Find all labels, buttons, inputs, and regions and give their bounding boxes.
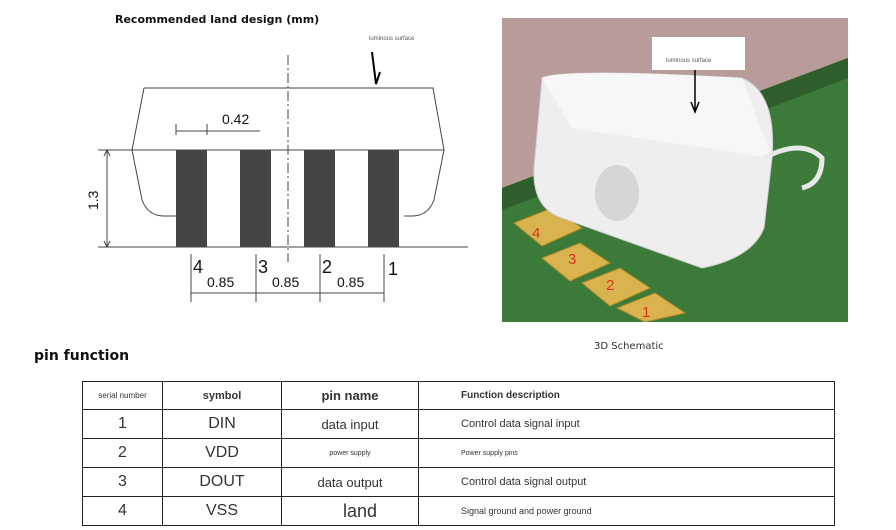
pin-function-table: serial number symbol pin name Function d…: [82, 381, 835, 526]
photo-pin-number: 3: [568, 251, 576, 268]
photo-surface-label: luminous surface: [666, 58, 712, 64]
arrow-down-icon: [690, 70, 700, 115]
cell: Control data signal input: [418, 409, 835, 439]
cell: data output: [281, 467, 419, 497]
pin-number: 2: [322, 257, 332, 277]
cell: DOUT: [162, 467, 282, 497]
section-title: pin function: [34, 348, 130, 364]
pin-number: 4: [193, 257, 203, 277]
surface-label: luminous surface: [369, 36, 415, 42]
title-text: Recommended land design: [115, 13, 283, 26]
header-cell: Function description: [418, 381, 835, 410]
cell: Signal ground and power ground: [418, 496, 835, 526]
cell: power supply: [281, 438, 419, 468]
cell: 3: [82, 467, 163, 497]
table-header: serial number symbol pin name Function d…: [82, 381, 835, 410]
cell: Power supply pins: [418, 438, 835, 468]
pad-1: [368, 150, 399, 247]
pad-2: [304, 150, 335, 247]
photo-pin-number: 2: [606, 277, 614, 294]
pitch-label: 0.85: [272, 274, 299, 290]
pads: [176, 150, 399, 247]
pitch-label: 0.85: [337, 274, 364, 290]
drawing-title: Recommended land design (mm): [115, 13, 319, 26]
photo-pin-number: 4: [532, 225, 540, 242]
pin-number: 1: [388, 259, 398, 279]
cell: VDD: [162, 438, 282, 468]
header-cell: serial number: [82, 381, 163, 410]
cell: DIN: [162, 409, 282, 439]
cell: 2: [82, 438, 163, 468]
header-cell: pin name: [281, 381, 419, 410]
land-design-drawing: luminous surface 0.42 1.3 4 3 2 1 0.85 0…: [85, 36, 468, 302]
pad-4: [176, 150, 207, 247]
cell: 4: [82, 496, 163, 526]
header-cell: symbol: [162, 381, 282, 410]
cell: Control data signal output: [418, 467, 835, 497]
title-unit: (mm): [286, 13, 320, 26]
photo-caption: 3D Schematic: [594, 341, 664, 352]
arrow-down-icon: [371, 51, 381, 85]
pin-number: 3: [258, 257, 268, 277]
pad-3: [240, 150, 271, 247]
pitch-label: 0.85: [207, 274, 234, 290]
cell: land: [281, 496, 419, 526]
pad-height-label: 1.3: [85, 190, 101, 210]
pad-width-label: 0.42: [222, 111, 249, 127]
cell: 1: [82, 409, 163, 439]
photo-pin-number: 1: [642, 304, 650, 321]
cell: data input: [281, 409, 419, 439]
cell: VSS: [162, 496, 282, 526]
3d-schematic-image: luminous surface 4 3 2 1: [502, 18, 848, 322]
